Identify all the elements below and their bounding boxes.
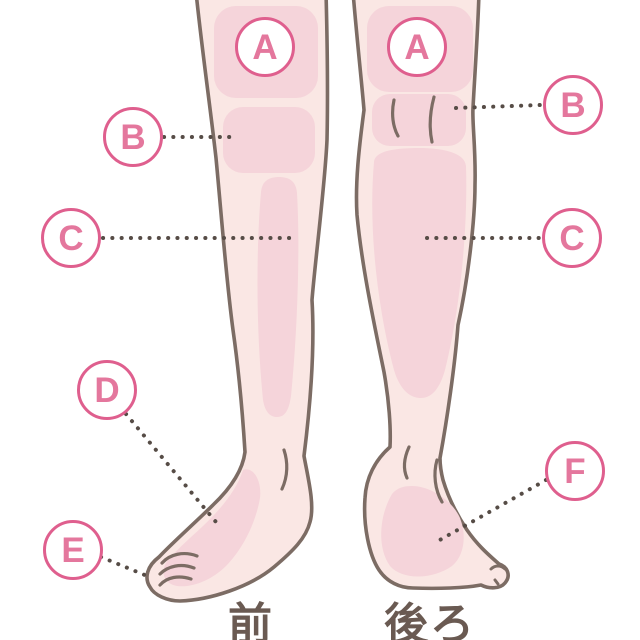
marker-letter: B (560, 85, 586, 125)
marker-b-front: B (103, 107, 163, 167)
marker-d: D (77, 360, 137, 420)
marker-letter: B (120, 117, 146, 157)
back-knee-creases (391, 95, 436, 144)
back-view-caption: 後ろ (384, 600, 476, 640)
leader-lines (99, 103, 548, 580)
front-foot-toe-lines (158, 552, 199, 587)
front-knee-muscle (223, 107, 315, 173)
back-toe-nail-lines (489, 564, 507, 586)
leader-line-f (436, 478, 548, 543)
marker-letter: A (404, 27, 430, 67)
front-ankle-crease (280, 448, 289, 491)
front-view-caption: 前 (228, 600, 274, 640)
front-leg-illustration (145, 0, 330, 603)
back-leg-illustration (351, 0, 510, 591)
marker-f: F (545, 441, 605, 501)
marker-e: E (43, 520, 103, 580)
back-knee-muscle (372, 94, 466, 146)
front-shin-muscle (257, 177, 299, 417)
marker-letter: E (61, 530, 85, 570)
marker-a-front: A (235, 17, 295, 77)
leader-line-e (99, 555, 154, 580)
back-heel-muscle (381, 486, 464, 577)
marker-letter: F (564, 451, 586, 491)
marker-letter: C (58, 218, 84, 258)
marker-b-back: B (543, 75, 603, 135)
marker-c-front: C (41, 208, 101, 268)
marker-letter: C (559, 218, 585, 258)
back-ankle-creases (402, 445, 444, 504)
back-calf-muscle (372, 148, 467, 398)
marker-a-back: A (387, 17, 447, 77)
leader-line-d (124, 412, 223, 530)
marker-c-back: C (542, 208, 602, 268)
marker-letter: D (94, 370, 120, 410)
marker-letter: A (252, 27, 278, 67)
front-instep-muscle (163, 469, 261, 587)
